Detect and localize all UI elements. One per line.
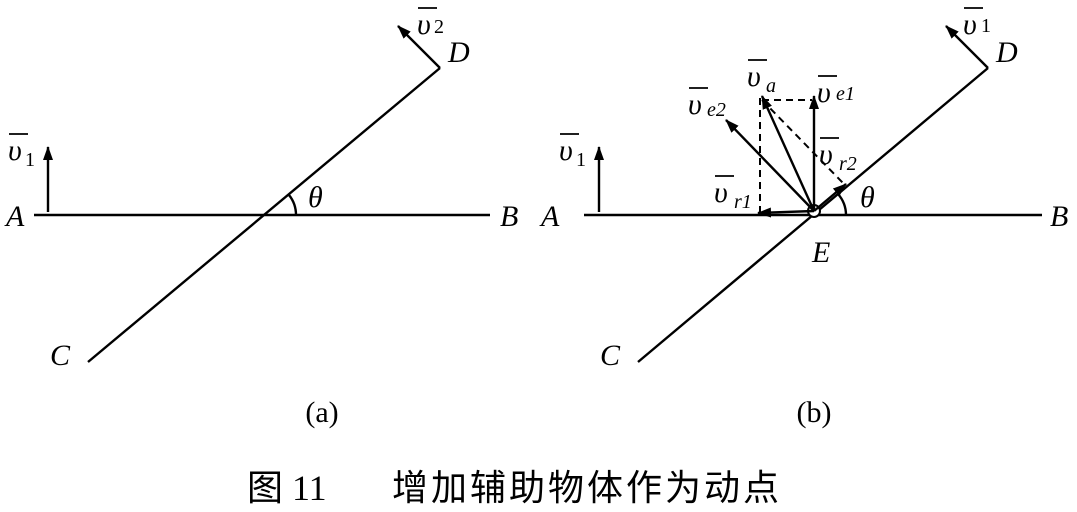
- svg-text:a: a: [766, 75, 776, 97]
- svg-text:1: 1: [25, 149, 35, 171]
- v1-label-a: υ 1: [8, 133, 35, 171]
- svg-text:e1: e1: [836, 83, 855, 105]
- svg-text:υ: υ: [688, 88, 702, 121]
- vr2-label: υ r2: [819, 137, 857, 175]
- angle-theta-b: θ: [860, 181, 875, 214]
- angle-arc-b: [837, 193, 848, 216]
- svg-text:r1: r1: [734, 191, 752, 213]
- ve2-arrow: [725, 119, 815, 212]
- dashed-diagonal: [761, 99, 844, 184]
- point-a-label: A: [4, 200, 25, 233]
- ve1-label: υ e1: [817, 75, 855, 109]
- svg-text:υ: υ: [559, 134, 573, 167]
- point-e-label: E: [811, 236, 830, 269]
- figure-caption: 图 11 增加辅助物体作为动点: [247, 468, 782, 508]
- point-b-label: B: [500, 200, 518, 233]
- svg-text:υ: υ: [747, 60, 761, 93]
- panel-b-label: (b): [797, 396, 832, 429]
- vr2-arrow: [813, 183, 847, 212]
- panel-b: A B C D E θ υ 1 υ 1 υ a υ e1: [539, 7, 1068, 429]
- angle-theta-a: θ: [308, 181, 323, 214]
- svg-text:υ: υ: [8, 134, 22, 167]
- svg-text:υ: υ: [714, 176, 728, 209]
- v1-label-b-left: υ 1: [559, 133, 586, 171]
- point-a-label-b: A: [539, 200, 560, 233]
- angle-arc-a: [288, 194, 298, 216]
- svg-text:υ: υ: [963, 8, 977, 41]
- vr1-label: υ r1: [714, 175, 752, 213]
- svg-text:1: 1: [981, 15, 991, 37]
- va-arrow: [760, 95, 816, 212]
- line-cd-a: [87, 67, 441, 363]
- point-d-label-b: D: [995, 36, 1018, 69]
- svg-text:υ: υ: [817, 76, 831, 109]
- point-c-label: C: [50, 339, 71, 372]
- v2-label-a: υ 2: [417, 7, 444, 41]
- caption-text: 增加辅助物体作为动点: [392, 468, 782, 508]
- svg-text:1: 1: [576, 149, 586, 171]
- point-c-label-b: C: [600, 339, 621, 372]
- caption-number: 图 11: [247, 468, 327, 508]
- svg-text:υ: υ: [417, 8, 431, 41]
- svg-text:e2: e2: [707, 99, 726, 121]
- ve2-label: υ e2: [688, 87, 726, 121]
- v1-arrow-b-right: [945, 25, 989, 69]
- va-label: υ a: [747, 59, 776, 97]
- panel-a: A B C D θ υ 1 υ 2 (a): [4, 7, 518, 429]
- svg-text:2: 2: [434, 16, 444, 38]
- v1-label-b-right: υ 1: [963, 7, 991, 41]
- point-d-label: D: [447, 36, 470, 69]
- panel-a-label: (a): [305, 396, 338, 429]
- svg-text:υ: υ: [819, 138, 833, 171]
- v2-arrow-a: [397, 25, 441, 69]
- point-b-label-b: B: [1050, 200, 1068, 233]
- vr1-arrow: [757, 207, 815, 218]
- svg-text:r2: r2: [839, 153, 857, 175]
